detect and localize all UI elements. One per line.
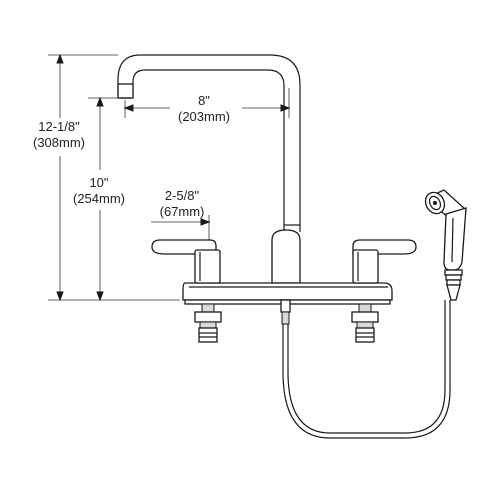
reach-arrow-right xyxy=(280,104,291,112)
reach-arrow-left xyxy=(123,104,134,112)
dimension-lines xyxy=(48,53,291,302)
sprayer-grip-ring-1 xyxy=(444,269,463,276)
spout-outer-edge xyxy=(117,54,301,232)
right-valve-shank xyxy=(358,303,372,313)
right-locknut xyxy=(351,311,379,323)
sprayer-hose-collar xyxy=(446,284,461,301)
spray-hose-inner xyxy=(287,300,446,434)
left-locknut xyxy=(194,311,222,323)
overall-height-imperial: 12-1/8" xyxy=(38,119,80,134)
spout-height-metric: (254mm) xyxy=(73,191,125,206)
spout-height-arrow-top xyxy=(96,96,104,107)
overall-height-arrow-top xyxy=(56,53,64,64)
handle-height-arrow xyxy=(200,218,211,226)
left-handle-body xyxy=(194,249,221,284)
right-inlet-fitting xyxy=(355,327,375,343)
sprayer-nozzle-ring xyxy=(428,195,442,211)
spout-inner-edge xyxy=(132,69,285,232)
side-sprayer xyxy=(424,189,467,301)
right-coupling xyxy=(356,321,374,329)
deck-plate-body xyxy=(182,282,393,301)
sprayer-handle-seam xyxy=(451,217,454,263)
spray-hose xyxy=(282,300,451,439)
handle-height-imperial: 2-5/8" xyxy=(165,188,200,203)
left-handle-assembly xyxy=(151,239,222,343)
sprayer-nozzle-center xyxy=(432,200,438,206)
hose-connector-nut xyxy=(280,299,291,313)
spout-base xyxy=(271,229,301,284)
hose-connector-stem xyxy=(281,311,290,325)
sprayer-grip-ring-3 xyxy=(446,279,461,286)
right-handle-body xyxy=(352,249,379,284)
spout-height-imperial: 10" xyxy=(89,175,108,190)
dimension-labels: 12-1/8" (308mm) 10" (254mm) 8" (203mm) 2… xyxy=(33,93,230,219)
left-valve-shank xyxy=(201,303,215,313)
spout-reach-metric: (203mm) xyxy=(178,109,230,124)
spout-height-arrow-bottom xyxy=(96,291,104,302)
sprayer-grip-ring-2 xyxy=(445,274,462,281)
spray-hose-outer xyxy=(282,300,451,439)
right-handle-assembly xyxy=(351,239,417,343)
sprayer-handle xyxy=(443,207,467,271)
spout xyxy=(117,54,301,232)
spout-reach-imperial: 8" xyxy=(198,93,210,108)
handle-height-metric: (67mm) xyxy=(160,204,205,219)
left-inlet-fitting xyxy=(198,327,218,343)
spray-hose-connector xyxy=(280,299,291,325)
overall-height-arrow-bottom xyxy=(56,291,64,302)
overall-height-metric: (308mm) xyxy=(33,135,85,150)
left-coupling xyxy=(199,321,217,329)
spout-aerator xyxy=(117,83,134,99)
